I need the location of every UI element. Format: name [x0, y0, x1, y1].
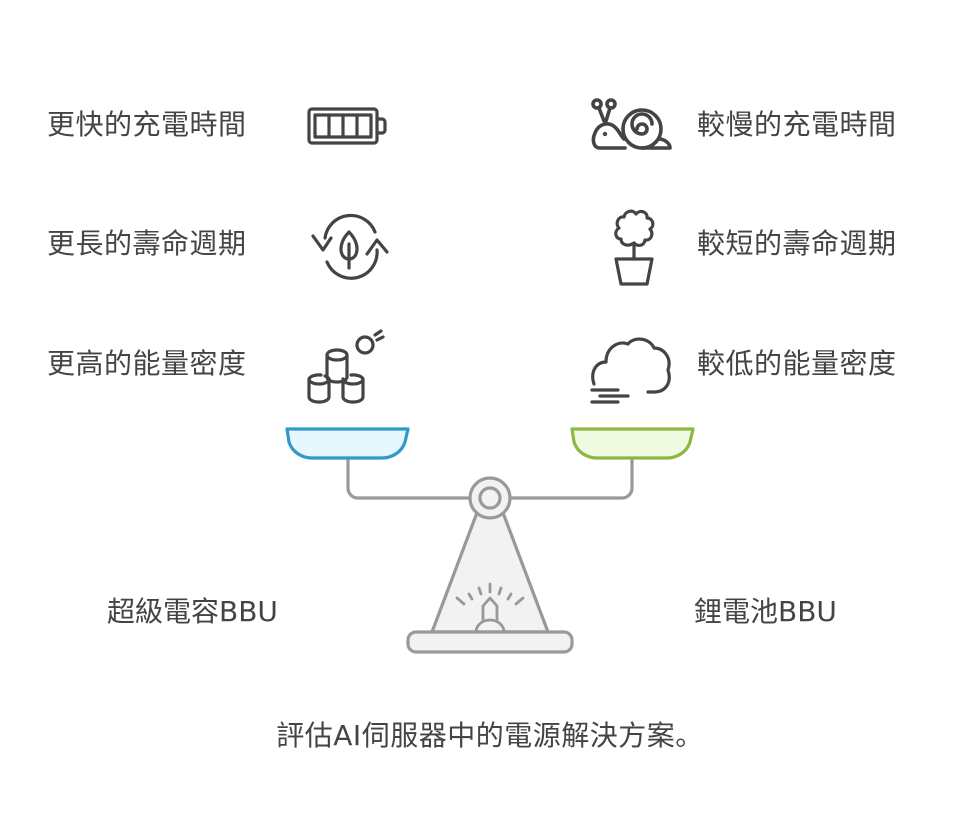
right-option-label: 鋰電池BBU	[694, 595, 837, 628]
snail-icon	[591, 98, 672, 150]
balance-scale	[285, 427, 695, 654]
diagram-caption: 評估AI伺服器中的電源解決方案。	[276, 719, 704, 752]
right-attribute-charge-time: 較慢的充電時間	[697, 108, 897, 141]
left-attribute-energy-density: 更高的能量密度	[47, 347, 247, 380]
left-attribute-charge-time: 更快的充電時間	[47, 108, 247, 141]
potted-plant-icon	[614, 209, 655, 286]
right-pan	[570, 427, 695, 460]
right-attribute-lifecycle: 較短的壽命週期	[697, 227, 897, 260]
scale-base	[406, 630, 574, 654]
stacked-cylinders-icon	[307, 329, 385, 404]
left-attribute-lifecycle: 更長的壽命週期	[47, 227, 247, 260]
scale-beam	[346, 458, 634, 500]
right-attribute-energy-density: 較低的能量密度	[697, 347, 897, 380]
leaf-cycle-icon	[311, 213, 389, 280]
left-option-label: 超級電容BBU	[107, 595, 278, 628]
cloud-wind-icon	[590, 337, 671, 404]
battery-full-icon	[307, 107, 387, 145]
left-pan	[285, 427, 410, 460]
scale-stand	[430, 508, 550, 634]
alarm-light-icon	[455, 582, 525, 634]
